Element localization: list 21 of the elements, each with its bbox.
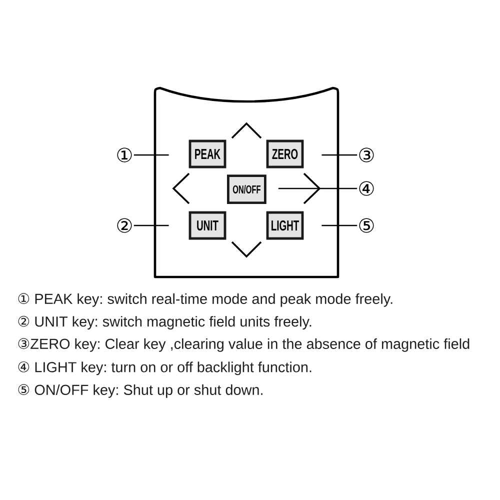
key-description: ④ LIGHT key: turn on or off backlight function. (18, 361, 312, 376)
key-button: ZERO (266, 140, 304, 168)
leader-line (134, 154, 169, 156)
callout-number: ④ (359, 181, 374, 196)
key-description: ① PEAK key: switch real-time mode and peak mode freely. (18, 293, 392, 307)
device-panel (154, 86, 340, 278)
leader-line (322, 154, 358, 156)
key-description: ⑤ ON/OFF key: Shut up or shut down. (18, 384, 262, 398)
key-description: ② UNIT key: switch magnetic field units freely. (18, 316, 312, 330)
key-button: ON/OFF (227, 174, 266, 204)
key-button: PEAK (188, 140, 226, 168)
callout-number: ③ (359, 148, 374, 162)
leader-line (278, 188, 358, 190)
callout-number: ⑤ (359, 218, 374, 233)
key-description: ③ZERO key: Clear key ,clearing value in the absence of magnetic field (18, 338, 470, 352)
callout-number: ② (117, 218, 132, 233)
leader-line (134, 224, 169, 226)
callout-number: ① (117, 148, 132, 162)
key-button: UNIT (188, 211, 226, 240)
key-button: LIGHT (266, 211, 304, 240)
leader-line (322, 224, 358, 226)
